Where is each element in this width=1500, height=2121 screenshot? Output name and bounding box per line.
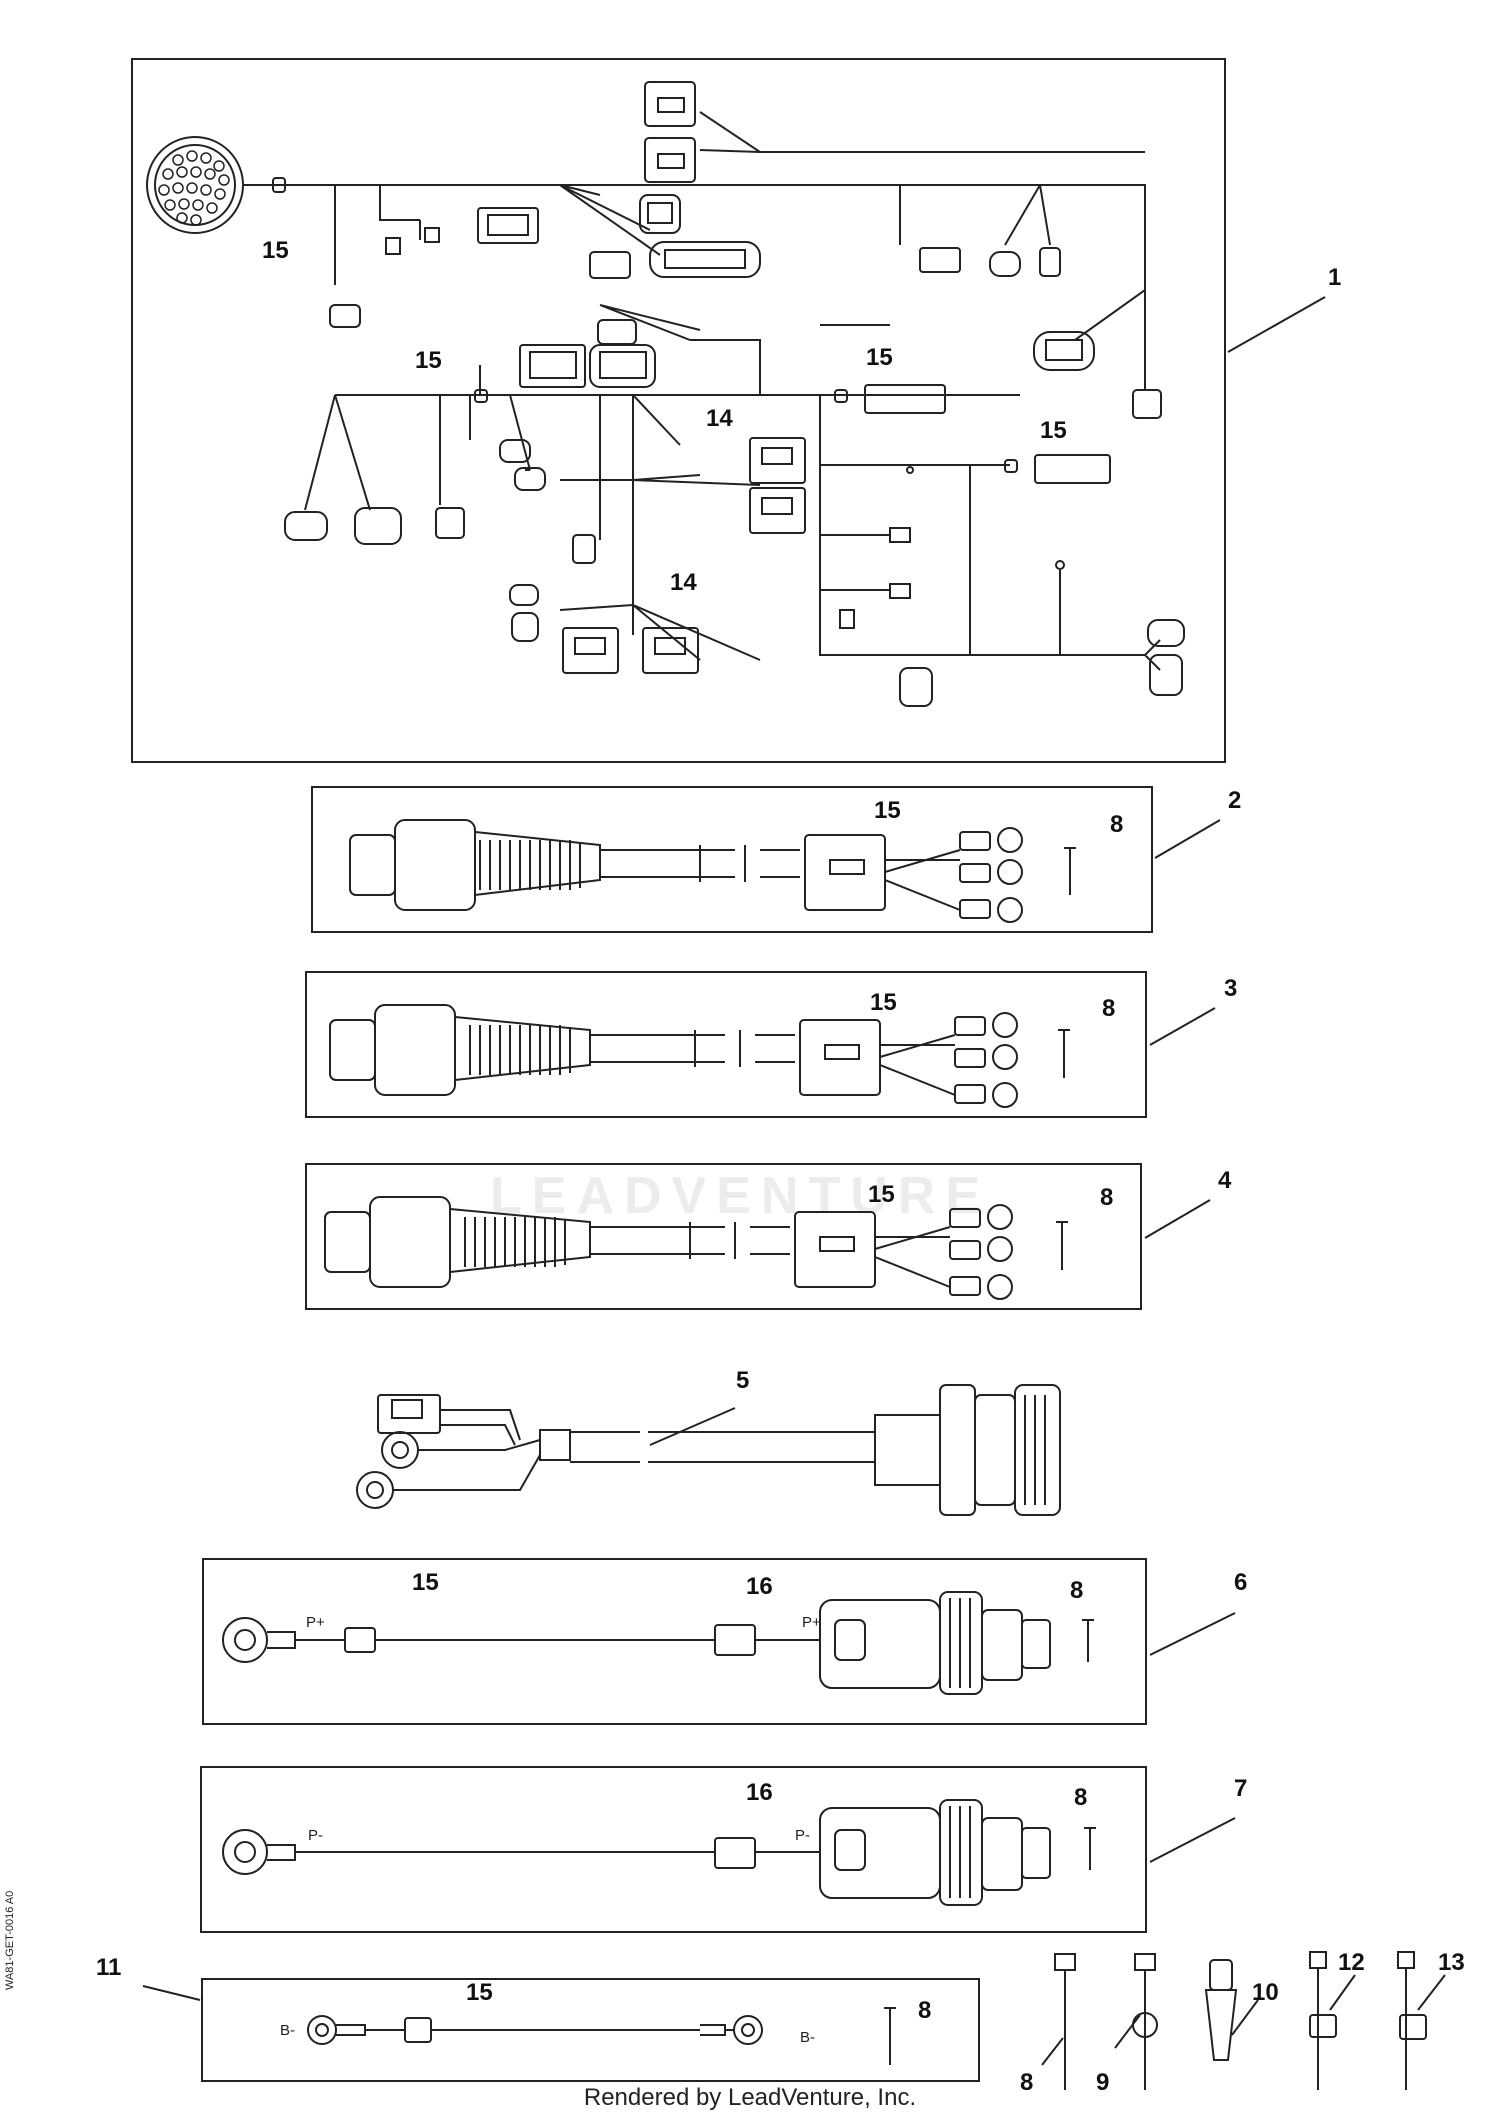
callout-15-a: 15 xyxy=(262,237,289,264)
leader-1 xyxy=(1227,296,1326,353)
wire-label-p-plus-b: P+ xyxy=(802,1614,821,1631)
callout-15-i: 15 xyxy=(466,1979,493,2006)
callout-8-a: 8 xyxy=(1110,811,1123,838)
callout-15-d: 15 xyxy=(1040,417,1067,444)
callout-16-b: 16 xyxy=(746,1779,773,1806)
callout-13: 13 xyxy=(1438,1949,1465,1976)
harness-trunk-middle xyxy=(304,304,1161,671)
wire-label-b-minus-b: B- xyxy=(800,2029,815,2046)
wire-label-p-minus-b: P- xyxy=(795,1827,810,1844)
harness-trunk xyxy=(243,111,1146,390)
callout-8-b: 8 xyxy=(1102,995,1115,1022)
callout-2: 2 xyxy=(1228,787,1241,814)
callout-16-a: 16 xyxy=(746,1573,773,1600)
assembly-4 xyxy=(305,1163,1211,1310)
callout-15-h: 15 xyxy=(412,1569,439,1596)
wire-label-b-minus-a: B- xyxy=(280,2022,295,2039)
callout-5: 5 xyxy=(736,1367,749,1394)
assembly-6 xyxy=(202,1558,1236,1725)
assembly-11 xyxy=(142,1978,980,2082)
drawing-revision: A0 xyxy=(4,1890,16,1905)
callout-3: 3 xyxy=(1224,975,1237,1002)
callout-4: 4 xyxy=(1218,1167,1232,1194)
callout-8-f: 8 xyxy=(918,1997,931,2024)
assembly-7 xyxy=(200,1766,1236,1933)
connector-group-middle xyxy=(272,177,1185,707)
assembly-2 xyxy=(311,786,1221,933)
connector-group-top xyxy=(329,81,1162,419)
callout-14-b: 14 xyxy=(670,569,697,596)
watermark: LEADVENTURE xyxy=(490,1167,991,1225)
loose-parts xyxy=(1041,1951,1446,2090)
callout-15-f: 15 xyxy=(870,989,897,1016)
callout-8-c: 8 xyxy=(1100,1184,1113,1211)
callout-10: 10 xyxy=(1252,1979,1279,2006)
wire-label-p-minus-a: P- xyxy=(308,1827,323,1844)
callout-14-a: 14 xyxy=(706,405,733,432)
callout-8-g: 8 xyxy=(1020,2069,1033,2096)
callout-15-e: 15 xyxy=(874,797,901,824)
callout-7: 7 xyxy=(1234,1775,1247,1802)
callout-8-e: 8 xyxy=(1074,1784,1087,1811)
frame-main-harness xyxy=(131,58,1226,763)
assembly-3 xyxy=(305,971,1216,1118)
callout-12: 12 xyxy=(1338,1949,1365,1976)
callout-1: 1 xyxy=(1328,264,1341,291)
drawing-code-text: WA81-GET-0016 xyxy=(4,1906,16,1990)
callout-15-c: 15 xyxy=(866,344,893,371)
drawing-code: WA81-GET-0016 A0 xyxy=(4,1891,16,1990)
assembly-5 xyxy=(356,1384,1061,1516)
callout-11: 11 xyxy=(96,1954,121,1981)
wire-label-p-plus-a: P+ xyxy=(306,1614,325,1631)
callout-15-g: 15 xyxy=(868,1181,895,1208)
footer-credit: Rendered by LeadVenture, Inc. xyxy=(583,2084,917,2111)
callout-9: 9 xyxy=(1096,2069,1109,2096)
callout-15-b: 15 xyxy=(415,347,442,374)
callout-6: 6 xyxy=(1234,1569,1247,1596)
callout-8-d: 8 xyxy=(1070,1577,1083,1604)
round-connector-main xyxy=(146,136,244,234)
